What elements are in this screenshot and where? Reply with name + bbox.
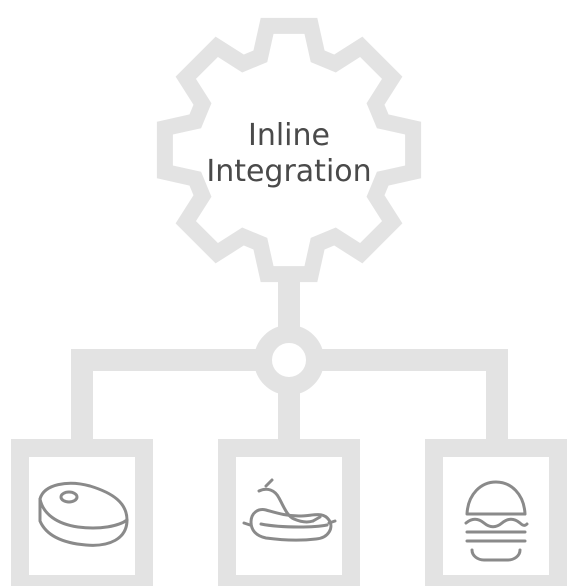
product-frame-left bbox=[11, 439, 153, 586]
gear-title-line-1: Inline bbox=[248, 118, 330, 153]
left-branch-connector bbox=[71, 349, 289, 448]
product-box-left bbox=[11, 439, 153, 586]
burger-icon bbox=[464, 480, 529, 562]
product-box-right bbox=[425, 439, 567, 586]
meat-steak-icon bbox=[38, 481, 129, 547]
gear-title-line-2: Integration bbox=[206, 154, 371, 189]
product-frame-right bbox=[425, 439, 567, 586]
right-branch-connector bbox=[289, 349, 508, 448]
junction-hub bbox=[254, 325, 324, 395]
gear-node: Inline Integration bbox=[156, 17, 422, 283]
product-box-center bbox=[218, 439, 360, 586]
sausage-icon bbox=[242, 478, 337, 542]
gear-outline bbox=[156, 17, 422, 283]
